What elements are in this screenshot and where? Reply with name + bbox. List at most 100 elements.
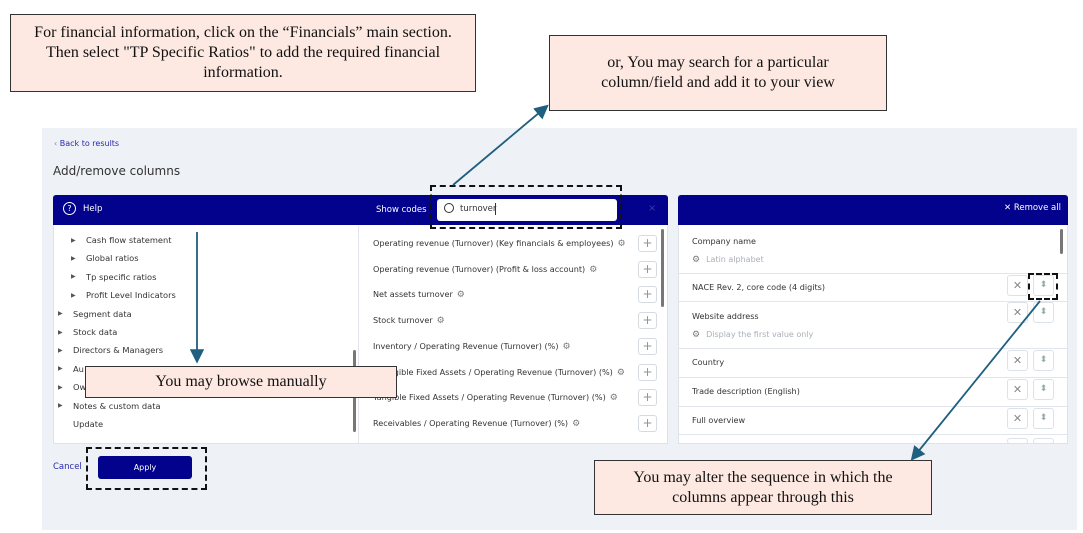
- remove-column-button[interactable]: [1007, 438, 1028, 444]
- selected-column-label: Country: [692, 357, 725, 367]
- apply-button[interactable]: Apply: [98, 456, 192, 479]
- show-codes-toggle[interactable]: Show codes: [376, 205, 427, 215]
- divider: [679, 377, 1067, 378]
- remove-all-button[interactable]: ✕ Remove all: [1004, 203, 1061, 213]
- add-column-button[interactable]: +: [638, 312, 657, 330]
- tree-item[interactable]: Global ratios: [86, 253, 139, 264]
- back-to-results-link[interactable]: ‹ Back to results: [54, 139, 120, 148]
- add-column-button[interactable]: +: [638, 337, 657, 355]
- expand-arrow-icon[interactable]: ▶: [58, 383, 63, 391]
- expand-arrow-icon[interactable]: ▶: [58, 310, 63, 318]
- gear-icon[interactable]: ⚙: [589, 264, 598, 275]
- divider: [679, 273, 1067, 274]
- result-label: Receivables / Operating Revenue (Turnove…: [373, 417, 569, 428]
- gear-icon[interactable]: ⚙: [609, 393, 618, 404]
- arrow-to-move-handle: [910, 300, 1041, 461]
- available-columns-panel: [53, 195, 668, 444]
- move-handle-icon[interactable]: ⬍: [1033, 275, 1054, 296]
- add-column-button[interactable]: +: [638, 235, 657, 252]
- tree-item[interactable]: Ow: [73, 382, 87, 393]
- selected-column-label: Website address: [692, 311, 759, 321]
- selected-scrollbar[interactable]: [1060, 229, 1063, 254]
- gear-icon: ⚙: [692, 255, 701, 265]
- text-cursor: [495, 203, 496, 215]
- add-column-button[interactable]: +: [638, 414, 657, 432]
- result-item[interactable]: Net assets turnover⚙: [373, 289, 465, 300]
- expand-arrow-icon[interactable]: ▶: [71, 236, 76, 244]
- gear-icon[interactable]: ⚙: [456, 290, 465, 301]
- move-handle-icon[interactable]: [1033, 438, 1054, 444]
- divider: [679, 348, 1067, 349]
- callout-financials: For financial information, click on the …: [10, 14, 476, 92]
- gear-icon: ⚙: [692, 330, 701, 340]
- highlight-apply: [86, 447, 207, 490]
- gear-icon[interactable]: ⚙: [572, 418, 581, 429]
- column-option-label: Display the first value only: [706, 330, 814, 339]
- tree-item[interactable]: Directors & Managers: [73, 345, 164, 356]
- result-item[interactable]: Operating revenue (Turnover) (Profit & l…: [373, 264, 597, 275]
- gear-icon[interactable]: ⚙: [616, 367, 625, 378]
- tree-item[interactable]: Notes & custom data: [73, 400, 161, 411]
- chevron-left-icon: ‹: [54, 139, 60, 148]
- tree-item[interactable]: Au: [73, 363, 84, 374]
- column-option-label: Latin alphabet: [706, 255, 764, 264]
- expand-arrow-icon[interactable]: ▶: [58, 402, 63, 410]
- result-item[interactable]: Operating revenue (Turnover) (Key financ…: [373, 238, 626, 249]
- result-label: Intangible Fixed Assets / Operating Reve…: [373, 366, 613, 377]
- divider: [679, 406, 1067, 407]
- move-handle-icon[interactable]: ⬍: [1033, 379, 1054, 400]
- expand-arrow-icon[interactable]: ▶: [58, 328, 63, 336]
- result-item[interactable]: Tangible Fixed Assets / Operating Revenu…: [373, 392, 618, 403]
- tree-item[interactable]: Profit Level Indicators: [86, 290, 176, 301]
- cancel-link[interactable]: Cancel: [53, 462, 82, 472]
- search-input[interactable]: turnover: [437, 199, 617, 221]
- gear-icon[interactable]: ⚙: [562, 341, 571, 352]
- remove-column-button[interactable]: ✕: [1007, 302, 1028, 323]
- result-label: Operating revenue (Turnover) (Profit & l…: [373, 263, 586, 274]
- result-label: Stock turnover: [373, 315, 433, 326]
- selected-column-label: Company name: [692, 236, 757, 246]
- expand-arrow-icon[interactable]: ▶: [58, 365, 63, 373]
- column-option[interactable]: ⚙ Display the first value only: [692, 330, 813, 340]
- tree-item[interactable]: Stock data: [73, 327, 118, 337]
- result-label: Net assets turnover: [373, 289, 453, 300]
- result-item[interactable]: Inventory / Operating Revenue (Turnover)…: [373, 341, 571, 352]
- tree-item[interactable]: Tp specific ratios: [86, 271, 157, 282]
- help-button[interactable]: Help: [83, 204, 103, 214]
- divider: [679, 434, 1067, 435]
- column-option[interactable]: ⚙ Latin alphabet: [692, 255, 764, 265]
- remove-column-button[interactable]: ✕: [1007, 379, 1028, 400]
- add-column-button[interactable]: +: [638, 389, 657, 407]
- move-handle-icon[interactable]: ⬍: [1033, 408, 1054, 429]
- tree-item[interactable]: Cash flow statement: [86, 235, 172, 245]
- expand-arrow-icon[interactable]: ▶: [71, 254, 76, 262]
- divider: [358, 226, 359, 444]
- gear-icon[interactable]: ⚙: [436, 316, 445, 327]
- expand-arrow-icon[interactable]: ▶: [58, 346, 63, 354]
- move-handle-icon[interactable]: ⬍: [1033, 350, 1054, 371]
- result-item[interactable]: Intangible Fixed Assets / Operating Reve…: [373, 367, 625, 378]
- help-icon[interactable]: ?: [63, 202, 76, 215]
- remove-column-button[interactable]: ✕: [1007, 275, 1028, 296]
- expand-arrow-icon[interactable]: ▶: [71, 273, 76, 281]
- clear-search-icon[interactable]: ×: [648, 203, 657, 214]
- result-label: Tangible Fixed Assets / Operating Revenu…: [373, 392, 606, 403]
- selected-toolbar: [678, 195, 1068, 225]
- result-item[interactable]: Receivables / Operating Revenue (Turnove…: [373, 418, 580, 429]
- remove-column-button[interactable]: ✕: [1007, 350, 1028, 371]
- add-column-button[interactable]: +: [638, 363, 657, 381]
- tree-item[interactable]: Segment data: [73, 308, 132, 319]
- result-item[interactable]: Stock turnover⚙: [373, 315, 445, 326]
- highlight-search: [430, 185, 622, 229]
- search-icon: [444, 203, 454, 213]
- remove-column-button[interactable]: ✕: [1007, 408, 1028, 429]
- tree-item[interactable]: Update: [73, 419, 104, 429]
- arrow-to-search-callout: [452, 104, 549, 186]
- results-scrollbar[interactable]: [661, 229, 664, 307]
- move-handle-icon[interactable]: ⬍: [1033, 302, 1054, 323]
- gear-icon[interactable]: ⚙: [617, 239, 626, 249]
- expand-arrow-icon[interactable]: ▶: [71, 291, 76, 299]
- add-column-button[interactable]: +: [638, 260, 657, 278]
- divider: [679, 301, 1067, 302]
- add-column-button[interactable]: +: [638, 286, 657, 304]
